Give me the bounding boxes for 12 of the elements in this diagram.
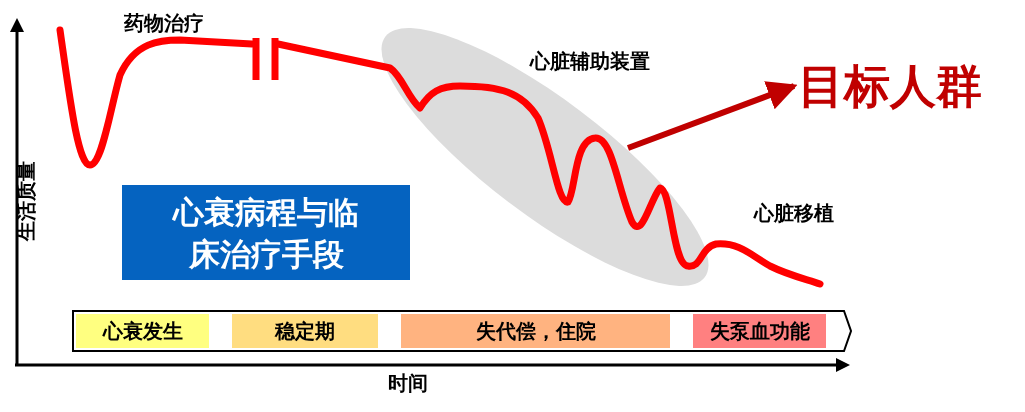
phase-label: 失代偿，住院 — [401, 314, 670, 348]
title-box: 心衰病程与临床治疗手段 — [122, 185, 410, 280]
treatment-label: 心脏移植 — [754, 200, 834, 227]
phase-label: 失泵血功能 — [693, 314, 826, 348]
timeline-band — [72, 310, 852, 352]
treatment-label: 药物治疗 — [124, 10, 204, 37]
node-heading: 心脏辅助装置 — [530, 48, 650, 75]
phase-label: 心衰发生 — [76, 314, 209, 348]
phase-label: 稳定期 — [232, 314, 378, 348]
target-label: 目标人群 — [798, 55, 998, 117]
arrow — [626, 81, 798, 151]
axis-label: 时间 — [388, 370, 428, 397]
